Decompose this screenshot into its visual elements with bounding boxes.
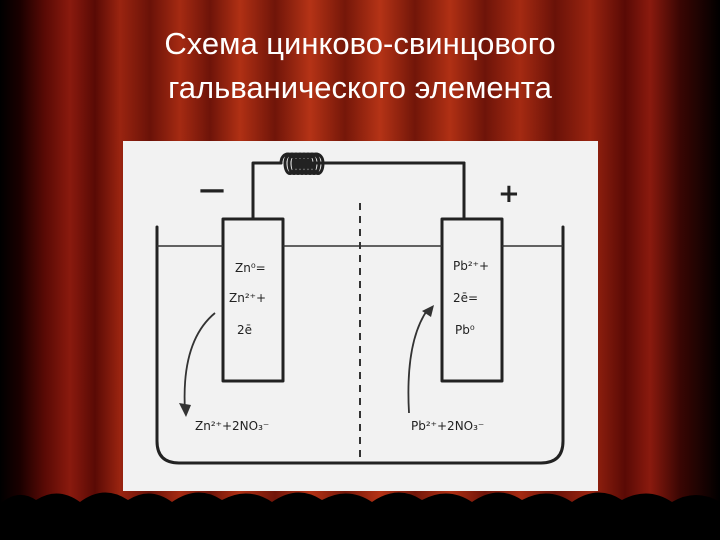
plus-sign: +	[498, 179, 520, 209]
zinc-electrode	[221, 217, 285, 383]
zn-equation-1: Zn⁰=	[235, 261, 266, 275]
coil-wire	[279, 152, 466, 175]
vessel	[155, 225, 565, 465]
diagram-drawing	[155, 152, 565, 465]
arrow-pb-ions	[407, 308, 429, 414]
curtain-bottom-edge	[0, 492, 720, 540]
galvanic-cell-diagram: — + Zn⁰= Zn²⁺+ 2ē Pb²⁺+ 2ē= Pb⁰ Zn²⁺+2NO…	[123, 141, 598, 491]
title-line-1: Схема цинково-свинцового	[164, 26, 556, 61]
wire-left	[251, 161, 283, 221]
arrow-zn-ions-head	[179, 403, 191, 417]
slide-title: Схема цинково-свинцового гальванического…	[0, 22, 720, 110]
zn-equation-3: 2ē	[237, 323, 253, 337]
minus-sign: —	[199, 175, 225, 205]
pb-equation-2: 2ē=	[453, 291, 479, 305]
arrow-zn-ions	[183, 312, 216, 412]
pb-solution-label: Pb²⁺+2NO₃⁻	[411, 419, 485, 433]
arrow-pb-ions-head	[422, 305, 434, 317]
pb-equation-1: Pb²⁺+	[453, 259, 490, 273]
zn-equation-2: Zn²⁺+	[229, 291, 267, 305]
pb-equation-3: Pb⁰	[455, 323, 475, 337]
zn-solution-label: Zn²⁺+2NO₃⁻	[195, 419, 270, 433]
title-line-2: гальванического элемента	[168, 70, 552, 105]
lead-electrode	[440, 217, 504, 383]
